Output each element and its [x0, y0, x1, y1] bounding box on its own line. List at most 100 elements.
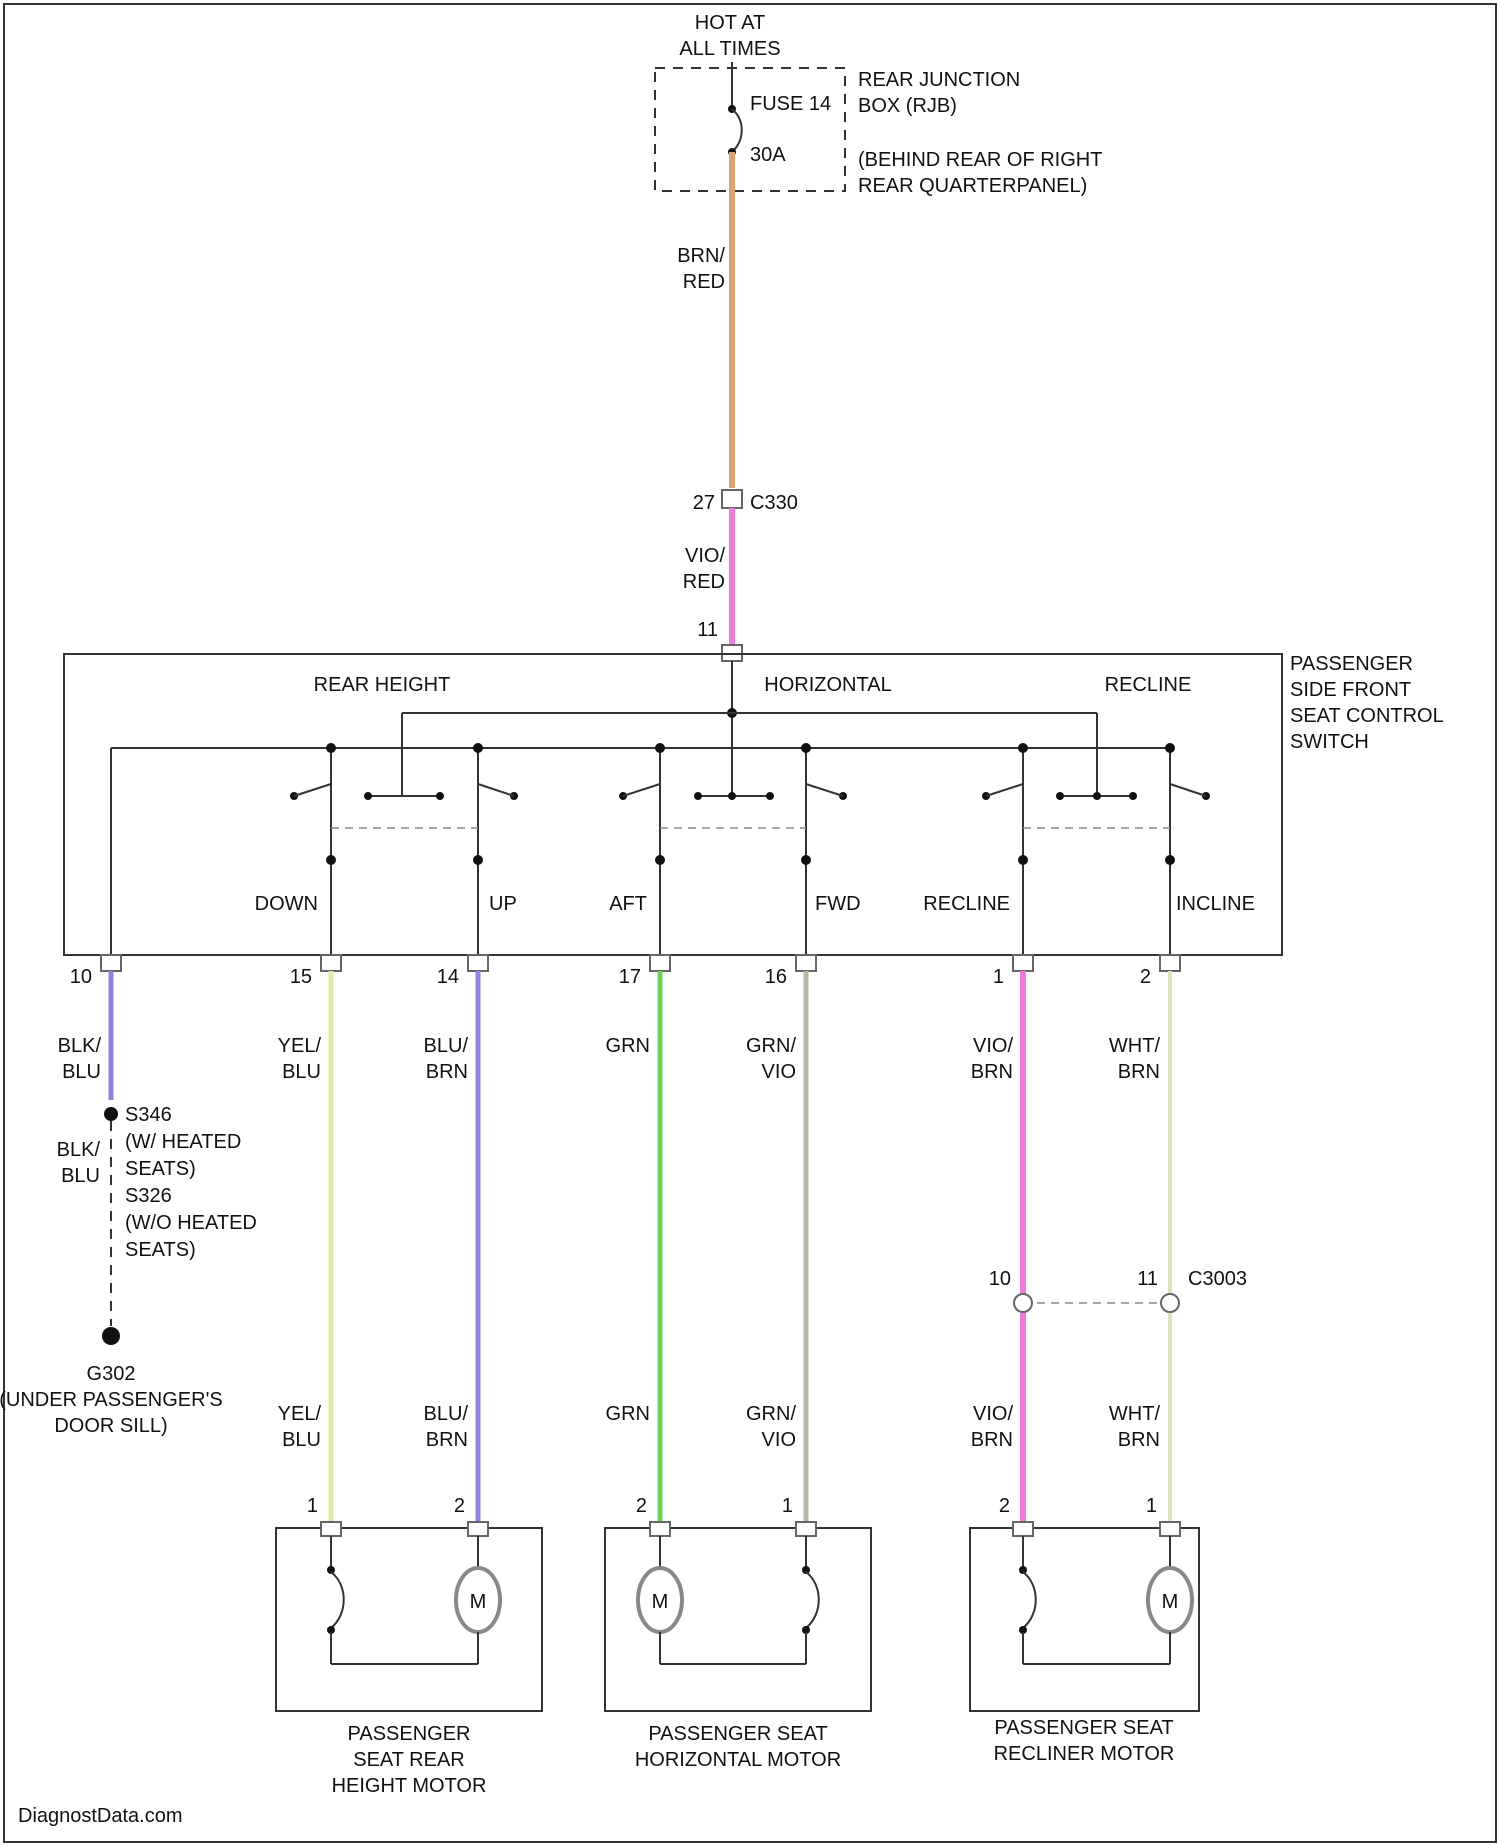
power-source: HOT AT ALL TIMES FUSE 14 30A REAR JUNCTI… — [655, 12, 1102, 197]
ground-wire-label: BLK/ — [57, 1139, 101, 1161]
switch-name-line-4: SWITCH — [1290, 731, 1369, 753]
recliner-motor: M — [970, 1522, 1199, 1711]
switch-pin-number: 1 — [993, 966, 1004, 988]
splice-label: S326 — [125, 1185, 172, 1207]
motor-name: RECLINER MOTOR — [994, 1743, 1175, 1765]
switch-housing — [64, 654, 1282, 955]
watermark: DiagnostData.com — [18, 1805, 183, 1827]
ground-label: DOOR SILL) — [54, 1415, 167, 1437]
hot-at-all-times-line-2: ALL TIMES — [679, 38, 780, 60]
connector-c3003-pin-10 — [1014, 1294, 1032, 1312]
switch-pin-number: 10 — [70, 966, 92, 988]
switch-pin-number: 17 — [619, 966, 641, 988]
motor-name: PASSENGER SEAT — [994, 1717, 1173, 1739]
wire-label: BLU — [282, 1061, 321, 1083]
wire-label: BLU/ — [424, 1035, 469, 1057]
splice-label: (W/ HEATED — [125, 1131, 241, 1153]
wire-label: VIO — [762, 1061, 796, 1083]
motor-pin-number: 2 — [636, 1495, 647, 1517]
wire-label: BLU — [62, 1061, 101, 1083]
switch-pos-incline: INCLINE — [1176, 893, 1255, 915]
connector-c3003-pin-number: 11 — [1137, 1268, 1158, 1290]
switch-pin-16 — [796, 955, 816, 971]
switch-pos-fwd: FWD — [815, 893, 861, 915]
diagram-border — [4, 4, 1496, 1842]
motor-housing — [276, 1528, 542, 1711]
section-label-rear-height: REAR HEIGHT — [314, 674, 451, 696]
wire-label: BRN — [426, 1061, 468, 1083]
passenger-seat-control-switch: PASSENGER SIDE FRONT SEAT CONTROL SWITCH… — [64, 653, 1444, 955]
wire-label: BRN — [1118, 1061, 1160, 1083]
switch-pos-up: UP — [489, 893, 517, 915]
switch-pin-14 — [468, 955, 488, 971]
switch-pin-number: 15 — [290, 966, 312, 988]
ground-label: G302 — [87, 1363, 136, 1385]
switch-name-line-1: PASSENGER — [1290, 653, 1413, 675]
splice-label: (W/O HEATED — [125, 1212, 257, 1234]
ground-g302-dot — [102, 1327, 120, 1345]
switch-pin-number: 14 — [437, 966, 459, 988]
wire-brn-red-label-1: BRN/ — [677, 245, 725, 267]
connector-c330-pin — [722, 490, 742, 508]
motor-name: HEIGHT MOTOR — [332, 1775, 487, 1797]
splice-s346-dot — [104, 1107, 118, 1121]
rear-height-contacts — [290, 743, 518, 955]
switch-pin-2 — [1160, 955, 1180, 971]
connector-c3003-name: C3003 — [1188, 1268, 1247, 1290]
wire-vio-red-label-2: RED — [683, 571, 725, 593]
switch-feed-pin-number: 11 — [697, 619, 718, 641]
wire-label: BRN — [1118, 1429, 1160, 1451]
wire-label: VIO/ — [973, 1035, 1013, 1057]
ground-label: (UNDER PASSENGER'S — [0, 1389, 223, 1411]
wire-label: VIO/ — [973, 1403, 1013, 1425]
wire-label: BLU — [282, 1429, 321, 1451]
motor-pin-number: 2 — [454, 1495, 465, 1517]
switch-pos-recline: RECLINE — [923, 893, 1010, 915]
switch-pin-number: 2 — [1140, 966, 1151, 988]
motor-name: PASSENGER SEAT — [648, 1723, 827, 1745]
wire-label: GRN — [606, 1403, 650, 1425]
wire-label: YEL/ — [278, 1403, 322, 1425]
switch-pin-10 — [101, 955, 121, 971]
splice-label: SEATS) — [125, 1239, 196, 1261]
switch-name-line-2: SIDE FRONT — [1290, 679, 1411, 701]
switch-pin-1 — [1013, 955, 1033, 971]
section-label-recline: RECLINE — [1105, 674, 1192, 696]
switch-pos-aft: AFT — [609, 893, 647, 915]
wire-label: VIO — [762, 1429, 796, 1451]
wire-label: BLU/ — [424, 1403, 469, 1425]
horizontal-motor: M — [605, 1522, 871, 1711]
fuse-14-symbol — [732, 109, 742, 152]
wire-label: BRN — [971, 1429, 1013, 1451]
wire-label: WHT/ — [1109, 1035, 1161, 1057]
junction-box-line-3: (BEHIND REAR OF RIGHT — [858, 149, 1102, 171]
rear-height-motor: M — [276, 1522, 542, 1711]
splice-label: SEATS) — [125, 1158, 196, 1180]
wire-vio-red-label-1: VIO/ — [685, 545, 725, 567]
junction-box-line-1: REAR JUNCTION — [858, 69, 1020, 91]
junction-box-line-4: REAR QUARTERPANEL) — [858, 175, 1087, 197]
wire-label: BRN — [426, 1429, 468, 1451]
motor-symbol: M — [652, 1591, 669, 1613]
splice-label: S346 — [125, 1104, 172, 1126]
switch-output-pins: 10 15 14 17 16 1 2 — [70, 955, 1180, 988]
motor-pin-number: 2 — [999, 1495, 1010, 1517]
connector-c330-name: C330 — [750, 492, 798, 514]
switch-name-line-3: SEAT CONTROL — [1290, 705, 1444, 727]
motor-symbol: M — [470, 1591, 487, 1613]
switch-pin-17 — [650, 955, 670, 971]
connector-c3003: 10 11 C3003 — [989, 1268, 1247, 1312]
switch-pin-15 — [321, 955, 341, 971]
motor-name: PASSENGER — [348, 1723, 471, 1745]
wire-label: GRN/ — [746, 1403, 796, 1425]
fuse-rating: 30A — [750, 144, 786, 166]
wire-label: BRN — [971, 1061, 1013, 1083]
fuse-label: FUSE 14 — [750, 93, 831, 115]
wire-label: BLK/ — [58, 1035, 102, 1057]
section-label-horizontal: HORIZONTAL — [764, 674, 891, 696]
switch-pin-number: 16 — [765, 966, 787, 988]
motor-symbol: M — [1162, 1591, 1179, 1613]
motor-name: SEAT REAR — [353, 1749, 465, 1771]
ground-branch: S346 (W/ HEATED SEATS) S326 (W/O HEATED … — [0, 1104, 257, 1437]
